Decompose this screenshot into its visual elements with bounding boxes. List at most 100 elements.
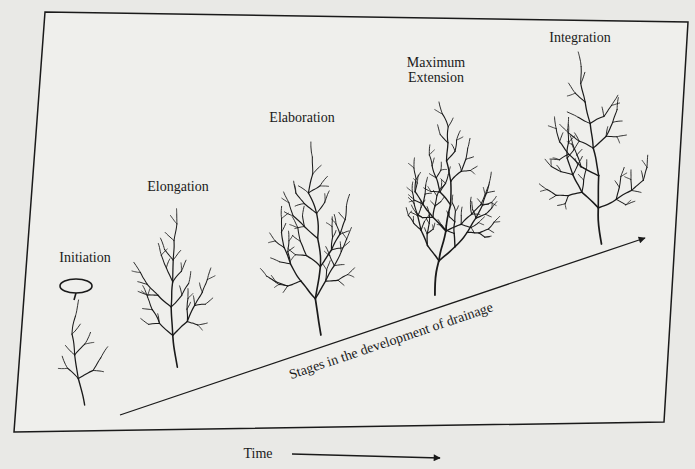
stream-segment <box>569 83 576 93</box>
stream-segment <box>558 204 565 206</box>
stream-segment <box>429 145 431 155</box>
stream-segment <box>574 141 579 149</box>
stream-segment <box>479 229 489 233</box>
stream-segment <box>575 133 580 141</box>
stream-segment <box>550 195 557 199</box>
initiation-pond <box>60 279 92 293</box>
stream-segment <box>581 167 599 176</box>
figure-frame <box>14 12 688 432</box>
stream-segment <box>451 171 462 181</box>
stream-segment <box>304 204 316 214</box>
stream-segment <box>78 379 84 405</box>
stream-segment <box>271 258 280 262</box>
stream-segment <box>414 168 416 179</box>
stream-segment <box>425 193 431 195</box>
stream-segment <box>547 190 556 196</box>
stream-segment <box>433 217 446 231</box>
stream-segment <box>332 227 334 238</box>
stream-segment <box>433 223 435 229</box>
stream-segment <box>485 236 491 237</box>
stream-segment <box>176 209 177 224</box>
stream-segment <box>593 148 598 176</box>
stream-segment <box>433 190 436 195</box>
stream-segment <box>346 194 349 206</box>
stream-segment <box>457 137 463 140</box>
stream-segment <box>550 160 551 167</box>
stream-segment <box>143 309 153 310</box>
stream-segment <box>289 235 293 241</box>
stream-segment <box>435 261 439 295</box>
stream-segment <box>318 238 321 266</box>
stream-segment <box>345 206 346 220</box>
stream-segment <box>207 276 215 280</box>
stream-segment <box>625 177 631 180</box>
stream-segment <box>539 184 547 190</box>
stream-segment <box>180 286 182 295</box>
stream-segment <box>488 229 493 232</box>
stream-segment <box>553 158 559 160</box>
stream-segment <box>602 107 604 116</box>
stream-segment <box>483 203 492 205</box>
stream-segment <box>427 246 438 261</box>
stream-segment <box>467 232 479 234</box>
stream-segment <box>302 216 304 227</box>
stream-segment <box>161 249 167 255</box>
stream-segment <box>418 207 421 215</box>
stream-segment <box>447 127 449 143</box>
stream-segment <box>331 237 332 249</box>
stream-segment <box>461 207 463 215</box>
stream-segment <box>459 164 461 172</box>
stream-segment <box>470 197 472 205</box>
stream-segment <box>288 241 289 252</box>
stream-segment <box>612 103 620 105</box>
stream-segment <box>631 180 643 190</box>
stream-segment <box>455 206 458 212</box>
stream-segment <box>414 179 418 183</box>
stream-segment <box>449 212 450 216</box>
stream-segment <box>567 129 569 143</box>
stream-segment <box>348 275 354 277</box>
stream-segment <box>565 204 566 209</box>
stream-segment <box>617 98 618 110</box>
stream-segment <box>606 136 617 138</box>
stream-segment <box>147 294 158 295</box>
stream-segment <box>296 193 305 204</box>
stream-segment <box>452 203 455 211</box>
stream-segment <box>427 207 429 215</box>
stream-segment <box>479 217 485 223</box>
stream-segment <box>470 171 474 174</box>
stream-segment <box>476 214 486 218</box>
stream-segment <box>408 215 413 222</box>
stream-segment <box>198 323 207 325</box>
stream-segment <box>304 227 317 239</box>
stream-segment <box>461 224 471 227</box>
time-arrow <box>292 454 440 458</box>
stream-segment <box>171 307 173 335</box>
stream-segment <box>205 298 212 304</box>
stream-segment <box>617 137 620 143</box>
stream-segment <box>181 263 182 271</box>
stream-segment <box>613 110 617 123</box>
stream-segment <box>339 212 345 219</box>
stream-segment <box>291 255 295 260</box>
stream-segment <box>494 221 500 222</box>
stream-segment <box>452 144 455 151</box>
stream-segment <box>567 150 574 158</box>
stream-segment <box>158 295 171 307</box>
stream-segment <box>173 335 178 367</box>
stream-segment <box>421 222 424 231</box>
stream-segment <box>341 239 346 252</box>
stream-segment <box>189 272 191 284</box>
stream-segment <box>429 150 434 155</box>
stream-segment <box>575 93 585 102</box>
stream-segment <box>282 198 289 203</box>
stream-segment <box>483 193 487 205</box>
stream-segment <box>283 286 287 292</box>
stream-segment <box>281 218 282 232</box>
stream-segment <box>325 191 329 202</box>
stream-segment <box>141 319 149 325</box>
stream-segment <box>299 186 309 193</box>
stream-segment <box>173 322 188 336</box>
stream-segment <box>487 182 490 193</box>
